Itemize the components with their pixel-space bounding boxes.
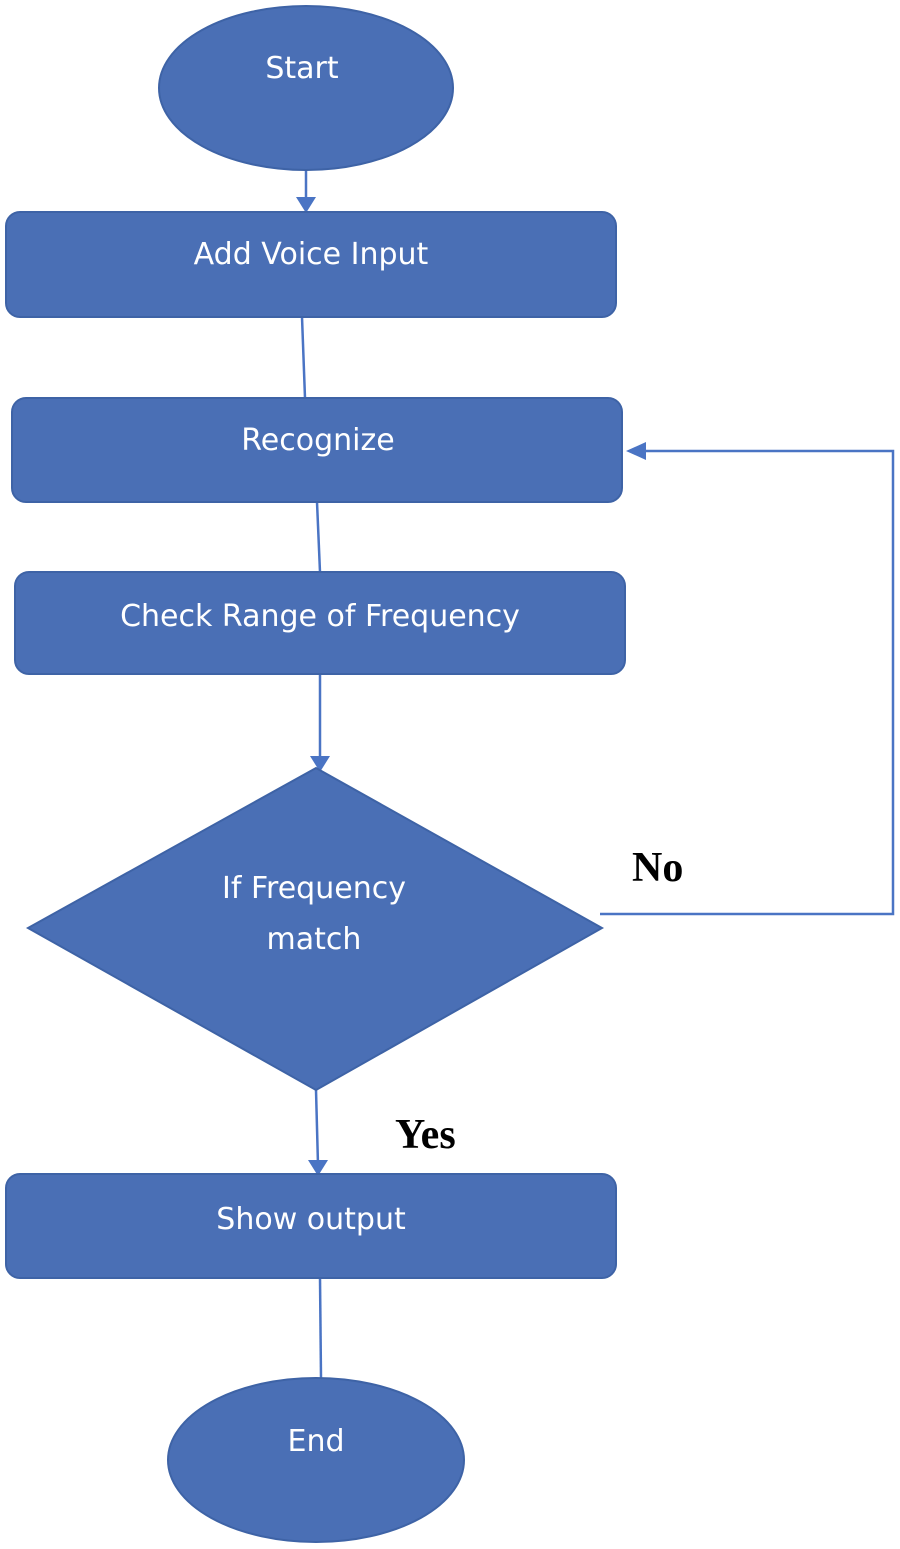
connector-add-voice-input-to-recognize bbox=[300, 316, 307, 399]
recognize-label: Recognize bbox=[241, 423, 394, 458]
decision-label-line1: If Frequency bbox=[222, 871, 406, 906]
frequency-match-decision bbox=[25, 766, 605, 1092]
show-output-node bbox=[5, 1173, 617, 1279]
connector-recognize-to-check-range bbox=[315, 501, 322, 573]
arrowhead-show-output bbox=[308, 1160, 328, 1176]
show-output-label: Show output bbox=[216, 1202, 406, 1237]
end-node bbox=[167, 1377, 465, 1543]
arrowhead-add-voice-input bbox=[296, 197, 316, 213]
check-range-label: Check Range of Frequency bbox=[120, 599, 520, 634]
recognize-node bbox=[11, 397, 623, 503]
arrowhead-decision bbox=[310, 756, 330, 772]
add-voice-input-label: Add Voice Input bbox=[194, 237, 429, 272]
decision-label-line2: match bbox=[267, 922, 362, 957]
connector-decision-to-show-output bbox=[314, 1089, 320, 1166]
check-range-node bbox=[14, 571, 626, 675]
connector-show-output-to-end bbox=[318, 1277, 323, 1379]
connector-no-loop-to-recognize bbox=[600, 449, 895, 916]
end-label: End bbox=[287, 1424, 344, 1459]
start-node bbox=[158, 5, 454, 171]
arrowhead-recognize-loop bbox=[626, 442, 646, 460]
branch-label-no: No bbox=[632, 845, 683, 891]
branch-label-yes: Yes bbox=[395, 1112, 456, 1158]
start-label: Start bbox=[265, 51, 339, 86]
add-voice-input-node bbox=[5, 211, 617, 318]
